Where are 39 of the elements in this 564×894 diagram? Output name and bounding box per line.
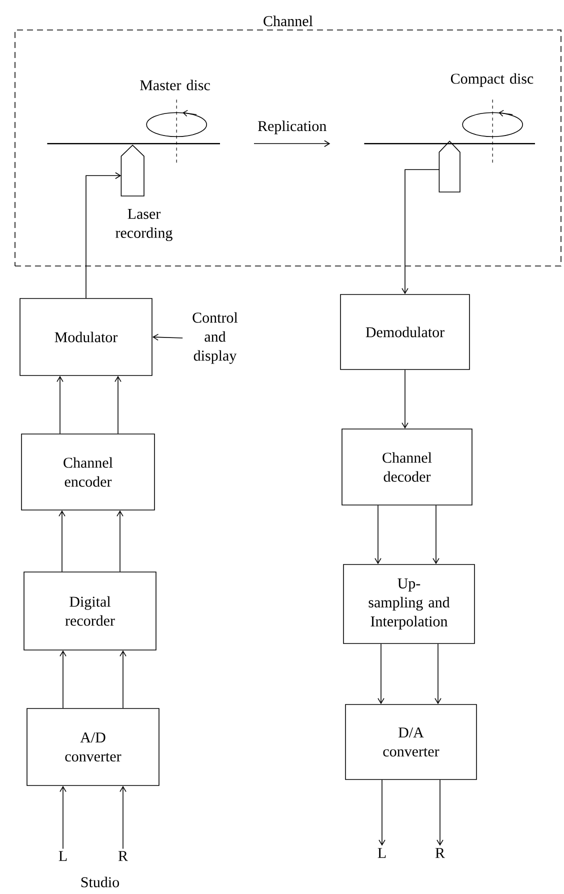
edge-label: Replication xyxy=(256,120,328,136)
arrow xyxy=(120,786,126,850)
process-box: Modulator xyxy=(20,298,152,376)
node-label: Compact disc xyxy=(450,73,534,87)
process-box: Demodulator xyxy=(340,294,470,370)
process-box: Up-sampling and Interpolation xyxy=(343,564,475,644)
pickup-head xyxy=(438,140,460,192)
process-box: A/D converter xyxy=(26,708,160,786)
process-box: Channel decoder xyxy=(342,428,472,506)
node-label: Laser recording xyxy=(116,208,172,242)
arrow xyxy=(116,510,124,572)
arrow xyxy=(114,376,122,434)
frame-title: Channel xyxy=(264,16,313,26)
channel-label: L xyxy=(58,851,67,861)
arrow xyxy=(402,169,440,294)
arrow xyxy=(378,780,386,846)
arrow xyxy=(58,510,66,572)
arrow xyxy=(86,172,122,298)
node-label: Master disc xyxy=(140,80,210,90)
arrow xyxy=(402,370,408,429)
channel-label: R xyxy=(118,851,128,861)
arrow xyxy=(374,505,382,564)
arrow xyxy=(254,140,330,148)
arrow xyxy=(60,786,66,850)
process-box: Channel encoder xyxy=(21,434,155,510)
input-label: Control and display xyxy=(192,312,238,364)
arrow xyxy=(120,650,126,708)
arrow xyxy=(60,650,66,708)
caption: Studio xyxy=(81,876,120,888)
process-box: D/A converter xyxy=(345,704,477,780)
arrow xyxy=(436,780,444,846)
arrow xyxy=(432,505,440,564)
channel-label: L xyxy=(378,848,386,858)
arrow xyxy=(56,376,64,434)
arrow xyxy=(152,334,183,341)
process-box: Digital recorder xyxy=(24,572,156,650)
arrow xyxy=(378,644,384,704)
channel-label: R xyxy=(435,848,445,858)
arrow xyxy=(434,644,442,704)
